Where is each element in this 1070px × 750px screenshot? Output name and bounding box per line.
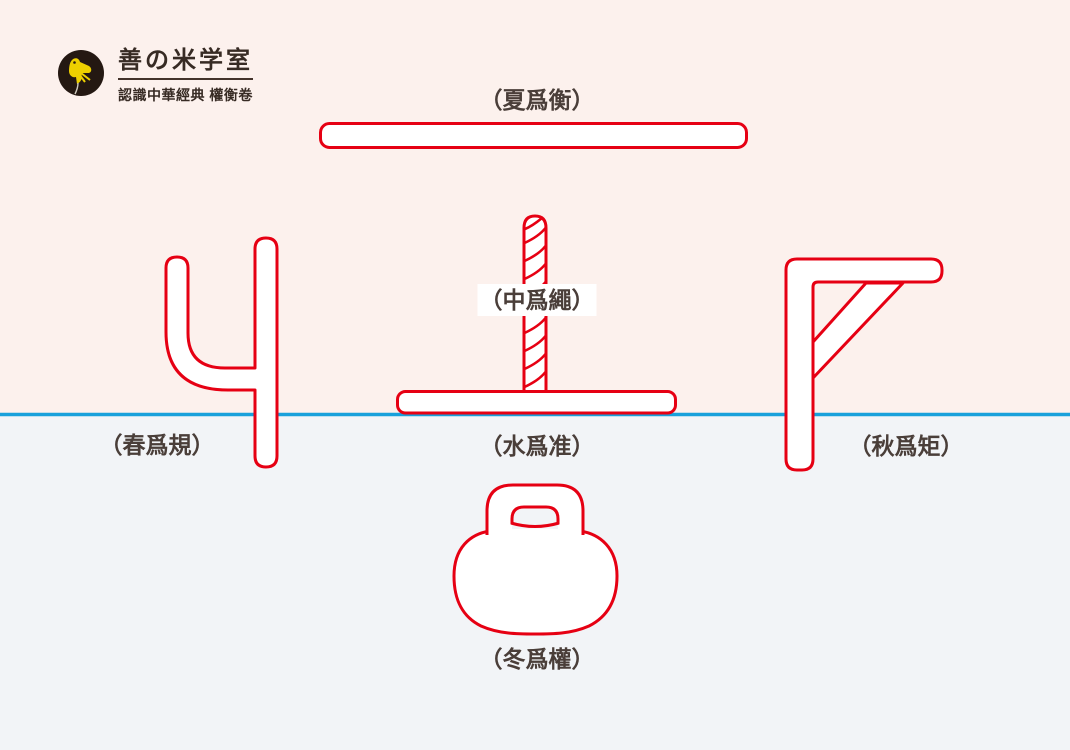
weight-shape (452, 483, 619, 636)
compass-shape (164, 236, 279, 469)
square-brace (811, 281, 905, 380)
square-label: （秋爲矩） (848, 433, 964, 459)
rope-label: （中爲繩） (477, 284, 597, 316)
brand-logo: 善の米学室 認識中華經典 權衡卷 (58, 48, 253, 105)
square-shape (784, 257, 944, 472)
beam-label: （夏爲衡） (479, 87, 595, 113)
brand-title: 善の米学室 (118, 48, 253, 80)
bird-logo-icon (58, 50, 104, 96)
level-label: （水爲准） (479, 433, 595, 459)
level-shape (396, 390, 677, 415)
beam-shape (319, 122, 748, 149)
compass-label: （春爲規） (99, 432, 215, 458)
brand-subtitle: 認識中華經典 權衡卷 (118, 87, 253, 103)
weight-label: （冬爲權） (479, 646, 595, 672)
